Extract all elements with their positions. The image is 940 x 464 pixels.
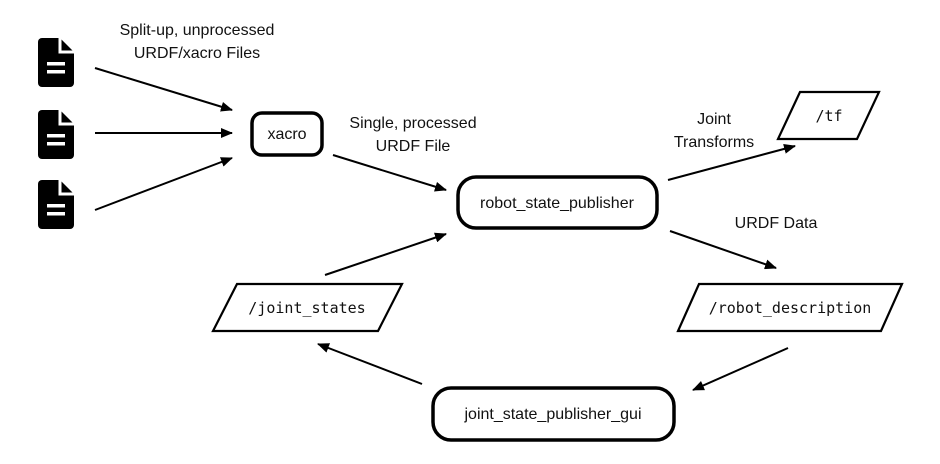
edge-xacro-rsp (332, 154, 447, 192)
document-icon (38, 38, 74, 87)
joint-state-publisher-gui-label: joint_state_publisher_gui (463, 406, 641, 423)
document-icon (38, 110, 74, 159)
xacro-node (250, 111, 324, 157)
single-label-line2: URDF File (376, 138, 451, 155)
single-label-line1: Single, processed (349, 115, 476, 132)
joint-transforms-line2: Transforms (674, 134, 754, 151)
tf-topic-label: /tf (815, 107, 842, 125)
urdf-data-label: URDF Data (735, 215, 818, 232)
robot-state-publisher-label: robot_state_publisher (480, 195, 635, 212)
files-label-line1: Split-up, unprocessed (120, 22, 275, 39)
robot-description-topic (676, 282, 904, 333)
edge-file1-xacro (94, 67, 233, 112)
edge-rsp-robot-description (669, 230, 777, 270)
joint-transforms-line1: Joint (697, 111, 731, 128)
edge-joint-states-rsp (324, 232, 447, 276)
robot-description-topic-label: /robot_description (709, 299, 872, 317)
tf-topic (776, 90, 881, 141)
edge-robot-description-jspg (692, 347, 789, 391)
joint-state-publisher-gui-node (431, 386, 676, 442)
robot-state-publisher-node (456, 175, 659, 230)
joint-states-topic (211, 282, 404, 333)
files-label-line2: URDF/xacro Files (134, 45, 260, 62)
edge-rsp-tf (667, 144, 796, 181)
edge-jspg-joint-states (317, 343, 423, 385)
joint-states-topic-label: /joint_states (248, 299, 365, 317)
edge-file3-xacro (94, 157, 233, 211)
xacro-node-label: xacro (267, 126, 306, 143)
document-icon (38, 180, 74, 229)
